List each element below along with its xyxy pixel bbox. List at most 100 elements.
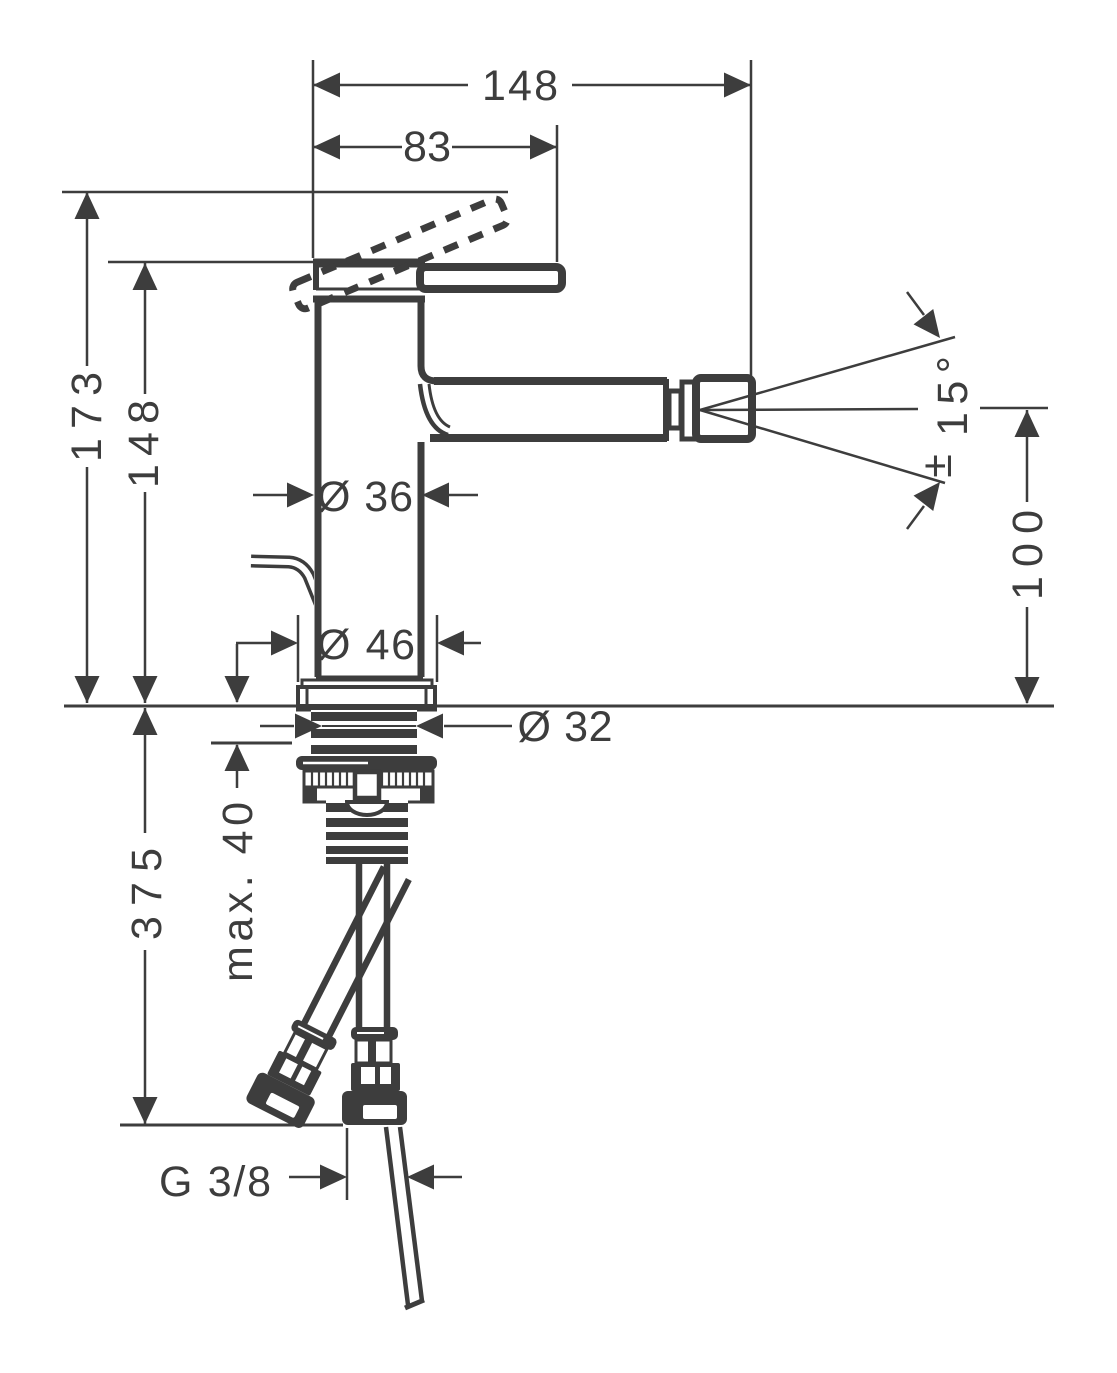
dim-base-diameter: Ø 46 (236, 615, 481, 682)
dim-arrow (724, 72, 751, 98)
dim-arrow (287, 482, 314, 508)
dim-arrow (132, 1097, 158, 1124)
dim-swivel-angle: 15° ± (699, 291, 977, 530)
dim-arrow (437, 630, 464, 656)
connector-collar-slit (297, 1025, 324, 1040)
nut-dome (344, 800, 390, 817)
dim-thread-size: G 3/8 (159, 1128, 462, 1206)
swivel-line-upper (699, 335, 956, 412)
supply-hose-right (246, 865, 412, 1128)
swivel-line-lower (699, 408, 946, 485)
connector-window (279, 1058, 298, 1079)
pipe-end (404, 1297, 425, 1311)
dim-arrow (407, 1164, 434, 1190)
supply-hose-left (342, 864, 425, 1311)
connector-flange-slot (363, 1105, 397, 1119)
dim-arrow (74, 192, 100, 219)
spout-fill (427, 386, 667, 434)
connector-neck-strip (368, 1040, 376, 1063)
nut-lower-left-block (304, 787, 317, 802)
faucet-figure (64, 195, 1054, 1311)
swivel-leader-upper (905, 291, 926, 316)
swivel-leader-lower (905, 505, 926, 530)
dim-body-height: 148 (108, 260, 313, 703)
shank-thread (311, 745, 417, 754)
dim-arrow (313, 134, 340, 160)
dim-label-body-height: 148 (120, 400, 168, 488)
dim-label-shank-diameter: Ø 32 (518, 703, 613, 751)
dim-max-mounting: max. 40 (211, 644, 292, 982)
flange-body (296, 685, 437, 708)
lever-solid (416, 263, 566, 293)
spout-fillet-inner (427, 383, 451, 429)
connector-window (361, 1067, 375, 1084)
mounting-shank (296, 710, 437, 770)
aerator-joint-1 (666, 388, 684, 431)
dim-arrow (313, 72, 340, 98)
dim-arrow (1014, 677, 1040, 704)
connector-flange-slot (266, 1092, 300, 1118)
nut-center-square (352, 769, 382, 801)
connector-window (295, 1066, 312, 1086)
inlet-pipe (383, 1126, 425, 1311)
lever-dashed-position (289, 195, 511, 313)
faucet-body (313, 295, 438, 679)
dim-label-handle-projection: 83 (403, 123, 451, 171)
dim-arrow (132, 263, 158, 290)
handle (289, 195, 566, 313)
dim-arrow (74, 676, 100, 703)
base-flange (296, 678, 437, 712)
tailpiece-thread (326, 846, 408, 854)
dim-arrow (224, 744, 250, 771)
dim-handle-projection: 83 (313, 123, 559, 262)
tailpiece-thread (326, 818, 408, 827)
tailpiece-thread (326, 832, 408, 840)
dim-spout-height: 100 (980, 406, 1052, 704)
shank-thread (311, 729, 417, 738)
spout-fillet-outer (417, 383, 449, 438)
dim-arrow (271, 630, 298, 656)
pipe-right (397, 1126, 425, 1302)
tailpiece (326, 800, 408, 864)
dim-label-base-diameter: Ø 46 (317, 621, 415, 669)
shank-thread (311, 712, 417, 721)
dim-label-total-width: 148 (482, 62, 558, 110)
connector-body (267, 1050, 322, 1096)
dim-body-diameter: Ø 36 (253, 473, 478, 521)
nut-lower-right-block (420, 787, 433, 802)
dim-hose-length: 375 (120, 708, 343, 1127)
hose-left-edge (301, 865, 387, 1026)
dim-arrow (320, 1164, 347, 1190)
swivel-line-center (699, 407, 919, 412)
dim-arrow (132, 708, 158, 735)
dim-arrow (224, 676, 250, 703)
dim-arrow (132, 676, 158, 703)
dim-arrow (422, 482, 449, 508)
dim-label-spout-height: 100 (1004, 510, 1052, 600)
dim-label-thread-size: G 3/8 (159, 1158, 271, 1206)
aerator (692, 374, 756, 443)
dim-label-hose-length: 375 (123, 848, 171, 940)
mounting-nut (302, 769, 435, 804)
drain-lever-inner (248, 558, 329, 621)
dim-label-total-height: 173 (63, 372, 111, 462)
dim-arrow (1014, 410, 1040, 437)
connector-neck-strip (295, 1037, 313, 1063)
dim-label-swivel-angle: 15° (929, 356, 977, 436)
body-fill (314, 299, 424, 677)
tailpiece-thread (326, 857, 408, 864)
dim-arrow (416, 713, 443, 739)
body-right-edge-upper (417, 299, 438, 385)
dim-label-body-diameter: Ø 36 (317, 473, 413, 521)
dim-total-width: 148 (311, 60, 753, 377)
dim-label-max-mounting: max. 40 (214, 802, 262, 982)
dim-total-height: 173 (62, 190, 508, 703)
drain-lever (248, 554, 333, 621)
pipe-left (383, 1126, 411, 1306)
spout (417, 374, 756, 443)
connector-body (351, 1063, 400, 1091)
connector-window (380, 1067, 391, 1084)
hose-right-edge (326, 878, 412, 1038)
dim-arrow (530, 134, 557, 160)
